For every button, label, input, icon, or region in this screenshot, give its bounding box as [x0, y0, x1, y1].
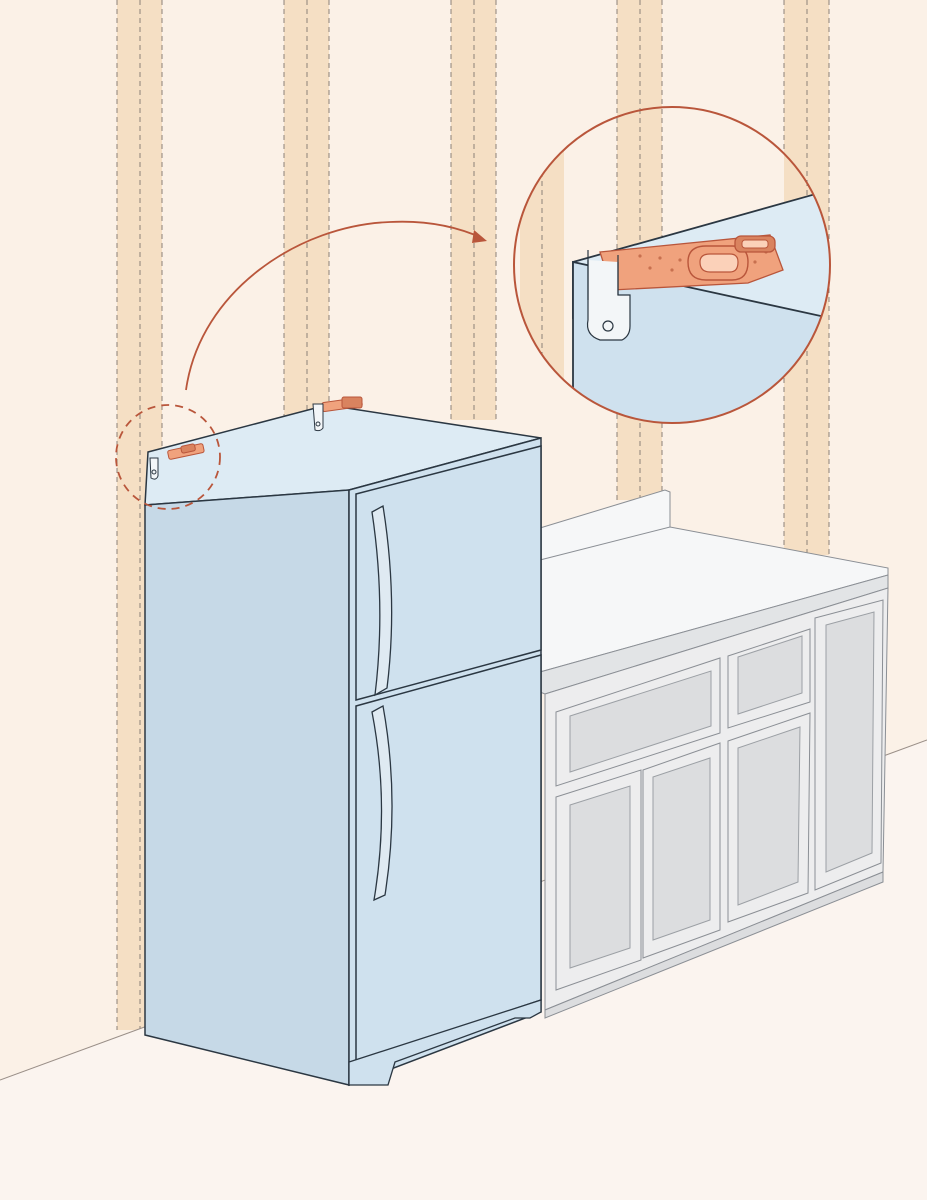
- base-cabinet: [539, 489, 889, 1019]
- freezer-door-handle: [371, 504, 393, 697]
- cabinet-door: [555, 769, 642, 991]
- cabinet-drawer: [727, 628, 811, 729]
- freezer-door: [355, 445, 542, 701]
- refrigerator: [144, 396, 542, 1087]
- fridge-door-handle: [371, 704, 393, 902]
- mounting-bracket: [586, 260, 631, 341]
- curved-arrow-icon: [185, 220, 487, 391]
- strap-anchor-left: [149, 443, 205, 480]
- wall-stud: [283, 0, 330, 420]
- cabinet-door: [727, 712, 811, 923]
- cabinet-drawer: [555, 657, 721, 787]
- cabinet-door: [814, 599, 884, 891]
- wall-stud: [450, 0, 497, 420]
- fridge-door: [355, 654, 542, 1064]
- cabinet-door: [642, 742, 721, 959]
- refrigerator-side: [144, 489, 350, 1086]
- refrigerator-kick-plate: [348, 999, 542, 1086]
- strap-anchor-right: [312, 396, 363, 432]
- detail-highlight-circle: [115, 404, 221, 510]
- magnify-circle-icon: [513, 106, 831, 424]
- strap-detail: [599, 234, 784, 291]
